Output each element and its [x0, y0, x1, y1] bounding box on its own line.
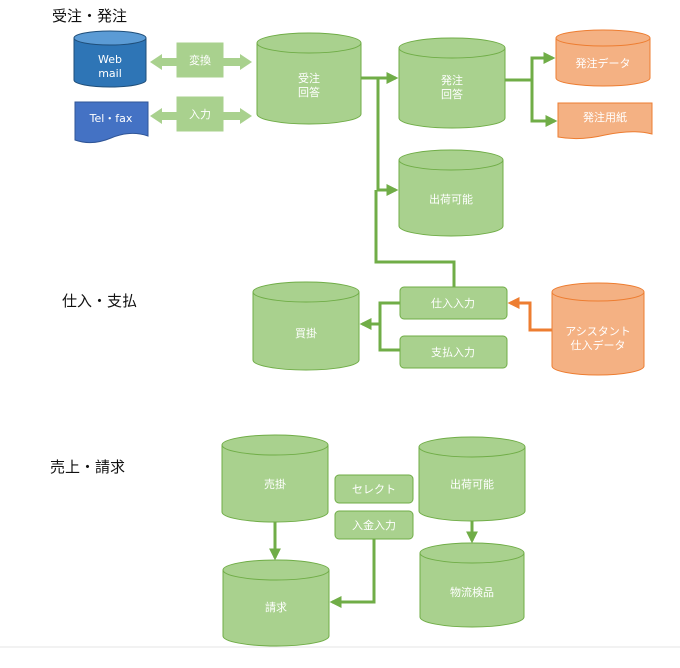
deposit-entry-box[interactable]: 入金入力 — [334, 510, 414, 540]
arrow-order-to-shippable — [376, 78, 399, 196]
shippable-top-cylinder[interactable]: 出荷可能 — [398, 149, 504, 237]
deposit-entry-label: 入金入力 — [352, 518, 396, 532]
inspection-label: 物流検品 — [450, 585, 494, 599]
accounts-receivable-cylinder[interactable]: 売掛 — [221, 434, 329, 523]
purchase-form-label: 発注用紙 — [583, 110, 627, 124]
order-reply-label-2: 回答 — [298, 85, 320, 99]
tel-fax-document[interactable]: Tel・fax — [74, 101, 149, 144]
order-reply-label-1: 受注 — [298, 71, 320, 85]
input-label: 入力 — [189, 108, 211, 121]
purchase-reply-label-1: 発注 — [441, 73, 463, 87]
billing-label: 請求 — [265, 600, 287, 614]
select-label: セレクト — [352, 483, 396, 496]
convert-label: 変換 — [189, 53, 211, 67]
purchase-reply-cylinder[interactable]: 発注 回答 — [398, 37, 506, 129]
input-box[interactable]: 入力 — [176, 96, 224, 132]
purchase-data-label: 発注データ — [576, 56, 631, 70]
tel-fax-label: Tel・fax — [89, 112, 133, 125]
accounts-payable-cylinder[interactable]: 買掛 — [252, 281, 360, 371]
payment-entry-label: 支払入力 — [431, 345, 475, 359]
line-purchase-entry-to-shippable — [374, 190, 456, 287]
section-sales-title: 売上・請求 — [50, 458, 126, 476]
shippable-bottom-cylinder[interactable]: 出荷可能 — [418, 436, 526, 522]
purchase-reply-label-2: 回答 — [441, 87, 463, 101]
shippable-top-label: 出荷可能 — [429, 192, 473, 206]
accounts-payable-label: 買掛 — [295, 326, 317, 340]
order-flow-connectors — [361, 52, 558, 287]
payment-entry-box[interactable]: 支払入力 — [399, 335, 508, 369]
web-mail-label-1: Web — [98, 53, 122, 66]
section-order-title: 受注・発注 — [52, 7, 128, 25]
purchase-entry-label: 仕入入力 — [431, 297, 475, 310]
sales-flow-connectors — [269, 521, 478, 608]
convert-box[interactable]: 変換 — [176, 42, 224, 78]
arrow-deposit-to-billing — [329, 539, 376, 608]
assistant-data-cylinder[interactable]: アシスタント 仕入データ — [551, 282, 645, 376]
arrow-to-purchase-form — [530, 80, 558, 127]
web-mail-label-2: mail — [98, 67, 122, 80]
assistant-data-label-1: アシスタント — [565, 325, 631, 338]
assistant-data-label-2: 仕入データ — [571, 338, 626, 352]
inspection-cylinder[interactable]: 物流検品 — [419, 542, 525, 628]
order-reply-cylinder[interactable]: 受注 回答 — [256, 32, 362, 125]
section-purchase-title: 仕入・支払 — [62, 292, 138, 310]
arrow-purchase-entry-to-payable — [359, 301, 400, 330]
line-payment-entry-to-payable — [378, 324, 400, 352]
accounts-receivable-label: 売掛 — [264, 477, 286, 491]
purchase-data-cylinder[interactable]: 発注データ — [555, 29, 651, 87]
arrow-to-purchase-data — [505, 52, 556, 82]
billing-cylinder[interactable]: 請求 — [222, 559, 330, 647]
shippable-bottom-label: 出荷可能 — [450, 477, 494, 491]
web-mail-cylinder[interactable]: Web mail — [73, 30, 147, 88]
purchase-form-document[interactable]: 発注用紙 — [557, 102, 653, 140]
purchase-entry-box[interactable]: 仕入入力 — [399, 286, 508, 320]
select-box[interactable]: セレクト — [334, 474, 414, 504]
purchase-flow-connectors — [359, 297, 552, 352]
arrow-assistant-to-purchase-entry — [507, 297, 552, 332]
